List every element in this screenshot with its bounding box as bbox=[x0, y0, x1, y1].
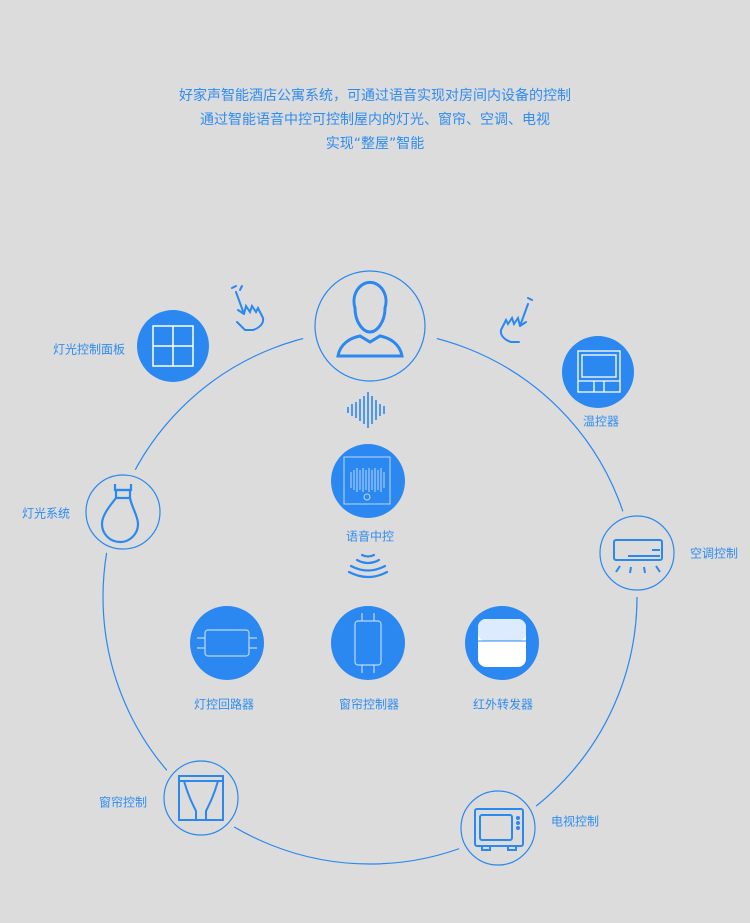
label-ac: 空调控制 bbox=[689, 546, 739, 561]
person-icon bbox=[336, 280, 404, 358]
intro-line-2: 通过智能语音中控可控制屋内的灯光、窗帘、空调、电视 bbox=[200, 112, 550, 128]
wireless-signal-icon bbox=[347, 553, 389, 579]
intro-line-3: 实现“整屋”智能 bbox=[325, 136, 425, 152]
light-relay-node bbox=[190, 606, 264, 680]
air-conditioner-icon bbox=[613, 539, 663, 574]
label-thermostat: 温控器 bbox=[582, 414, 620, 429]
label-light-panel: 灯光控制面板 bbox=[52, 342, 126, 357]
hand-tap-icon bbox=[499, 297, 533, 343]
light-panel-node bbox=[137, 310, 209, 382]
label-light-relay: 灯控回路器 bbox=[193, 697, 255, 712]
voice-hub-device-icon bbox=[343, 456, 391, 505]
sound-wave-icon bbox=[347, 392, 385, 428]
label-tv: 电视控制 bbox=[550, 814, 600, 829]
lighting-node bbox=[85, 474, 161, 550]
thermostat-node bbox=[562, 336, 634, 408]
ir-repeater-icon bbox=[478, 619, 526, 667]
curtain-icon bbox=[178, 775, 224, 821]
light-bulb-icon bbox=[100, 484, 140, 544]
switch-panel-icon bbox=[152, 325, 194, 367]
label-voice-hub: 语音中控 bbox=[345, 529, 395, 544]
label-curtain: 窗帘控制 bbox=[98, 795, 148, 810]
ir-repeater-node bbox=[465, 606, 539, 680]
user-node bbox=[314, 270, 426, 382]
curtain-node bbox=[163, 760, 239, 836]
tv-icon bbox=[474, 808, 524, 851]
intro-line-1: 好家声智能酒店公寓系统，可通过语音实现对房间内设备的控制 bbox=[179, 88, 571, 104]
label-lighting: 灯光系统 bbox=[21, 506, 71, 521]
intro-text: 好家声智能酒店公寓系统，可通过语音实现对房间内设备的控制 通过智能语音中控可控制… bbox=[0, 84, 750, 156]
thermostat-icon bbox=[577, 350, 621, 393]
ac-node bbox=[599, 515, 675, 591]
curtain-controller-node bbox=[331, 606, 405, 680]
hand-tap-icon bbox=[231, 285, 265, 331]
label-curtain-controller: 窗帘控制器 bbox=[338, 697, 400, 712]
curtain-controller-icon bbox=[354, 613, 382, 673]
relay-module-icon bbox=[197, 629, 257, 657]
tv-node bbox=[460, 790, 536, 866]
voice-hub-node bbox=[331, 444, 405, 518]
label-ir-repeater: 红外转发器 bbox=[472, 697, 534, 712]
